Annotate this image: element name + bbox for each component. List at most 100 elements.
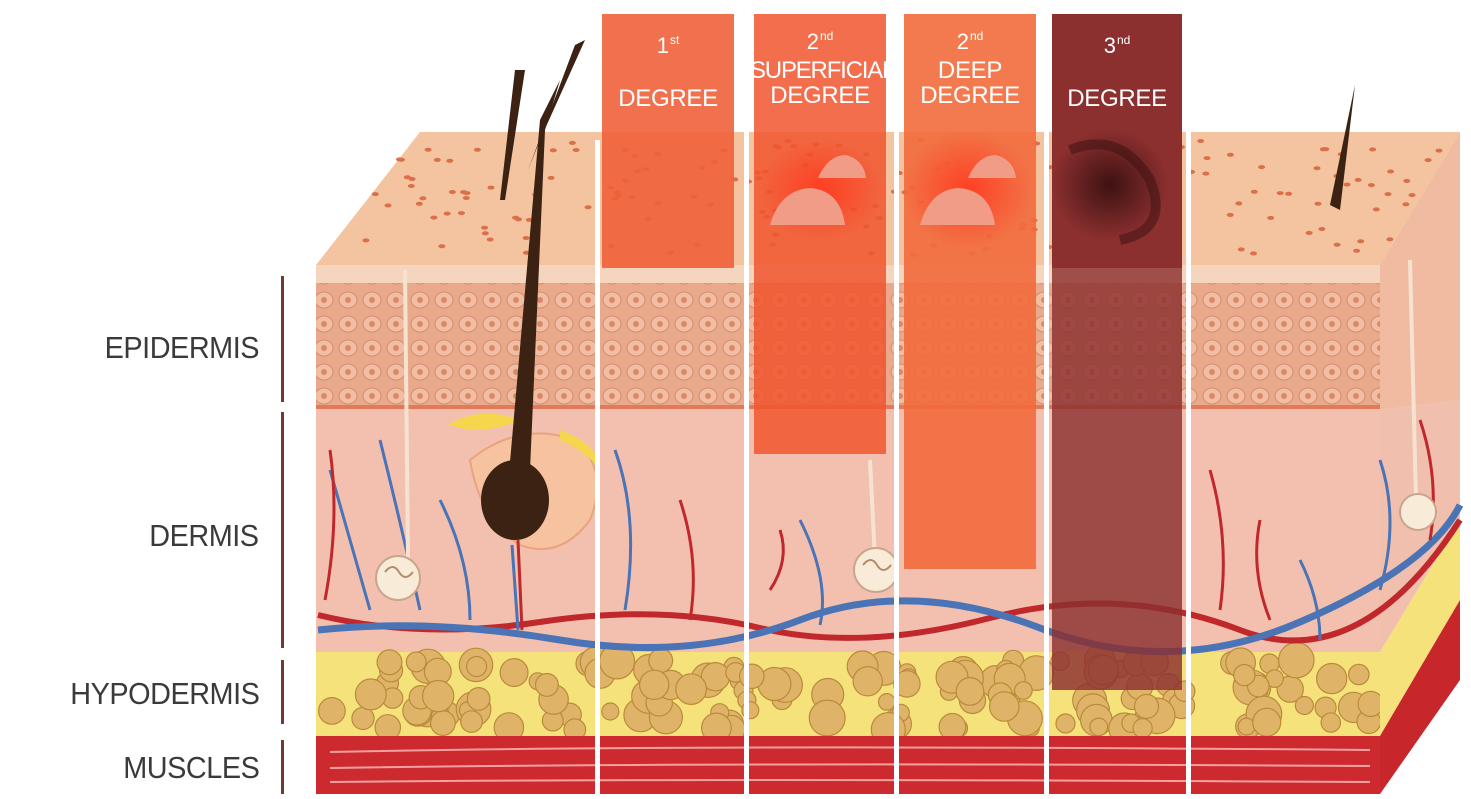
pore — [1258, 165, 1265, 169]
pore — [481, 226, 488, 230]
pore — [419, 196, 426, 200]
fat-globule — [956, 678, 984, 706]
fat-globule — [423, 681, 454, 712]
pore — [372, 192, 379, 196]
pore — [1386, 237, 1393, 241]
fat-globule — [1358, 691, 1383, 716]
pore — [1402, 202, 1409, 206]
pore — [438, 244, 445, 248]
pore — [573, 148, 580, 152]
dermis-bracket — [281, 412, 284, 648]
label-dermis: DERMIS — [150, 518, 259, 554]
pore — [1353, 249, 1360, 253]
pore — [1238, 247, 1245, 251]
pore — [1250, 251, 1257, 255]
fat-globule — [676, 674, 707, 705]
pore — [550, 148, 557, 152]
fat-globule — [431, 711, 456, 736]
fat-globule — [1349, 664, 1369, 684]
burn-label-first: 1st DEGREE — [598, 34, 738, 111]
fat-globule — [649, 649, 673, 673]
pore — [512, 216, 519, 220]
pore — [585, 205, 592, 209]
muscles-bracket — [281, 740, 284, 794]
fat-globule — [1295, 697, 1313, 715]
pore — [1403, 179, 1410, 183]
label-muscles: MUSCLES — [123, 750, 259, 786]
pore — [1425, 158, 1432, 162]
pore — [446, 159, 453, 163]
hypodermis-layer — [316, 643, 1383, 747]
pore — [434, 158, 441, 162]
pore — [482, 231, 489, 235]
pore — [1267, 216, 1274, 220]
muscle-layer — [316, 736, 1380, 794]
pore — [1314, 166, 1321, 170]
burn-label-third: 3nd DEGREE — [1047, 34, 1187, 111]
pore — [1322, 147, 1329, 151]
pore — [460, 190, 467, 194]
pore — [444, 212, 451, 216]
pore — [1204, 156, 1211, 160]
pore — [1285, 192, 1292, 196]
fat-globule — [406, 652, 426, 672]
pore — [385, 203, 392, 207]
fat-globule — [879, 694, 896, 711]
label-epidermis: EPIDERMIS — [105, 330, 259, 366]
hypodermis-bracket — [281, 660, 284, 724]
pore — [1355, 178, 1362, 182]
pore — [1306, 231, 1313, 235]
fat-globule — [1133, 719, 1152, 738]
pore — [1334, 243, 1341, 247]
fat-globule — [352, 707, 374, 729]
pore — [430, 216, 437, 220]
pore — [409, 177, 416, 181]
pore — [1235, 201, 1242, 205]
pore — [362, 238, 369, 242]
pore — [487, 238, 494, 242]
fat-globule — [461, 711, 483, 733]
fat-globule — [1321, 713, 1340, 732]
burn-label-second-superficial: 2nd SUPERFICIAL DEGREE — [750, 30, 890, 108]
pore — [1318, 227, 1325, 231]
burn-zone-third — [1052, 268, 1182, 690]
pore — [1344, 183, 1351, 187]
fat-globule — [536, 674, 559, 697]
pore — [1369, 147, 1376, 151]
fat-globule — [990, 692, 1019, 721]
fat-globule — [1056, 714, 1075, 733]
pore — [569, 141, 576, 145]
pore — [449, 190, 456, 194]
fat-globule — [1279, 643, 1314, 678]
pore — [1227, 153, 1234, 157]
pore — [1227, 213, 1234, 217]
fat-globule — [640, 670, 669, 699]
pore — [416, 202, 423, 206]
pore — [1409, 193, 1416, 197]
pore — [474, 148, 481, 152]
pore — [1197, 139, 1204, 143]
fat-globule — [500, 659, 528, 687]
pore — [1251, 190, 1258, 194]
epidermis-bracket — [281, 276, 284, 402]
pore — [1277, 191, 1284, 195]
pore — [1436, 149, 1443, 153]
fat-globule — [467, 657, 487, 677]
pore — [463, 196, 470, 200]
fat-globule — [853, 667, 882, 696]
pore — [1202, 172, 1209, 176]
label-hypodermis: HYPODERMIS — [70, 676, 259, 712]
fat-globule — [355, 679, 386, 710]
pore — [523, 236, 530, 240]
pore — [398, 158, 405, 162]
fat-globule — [467, 688, 490, 711]
burn-label-second-deep: 2nd DEEP DEGREE — [900, 30, 1040, 108]
pore — [458, 211, 465, 215]
pore — [1373, 207, 1380, 211]
pore — [488, 186, 495, 190]
fat-globule — [319, 698, 346, 725]
fat-globule — [1317, 664, 1347, 694]
pore — [1357, 239, 1364, 243]
fat-globule — [1253, 708, 1281, 736]
